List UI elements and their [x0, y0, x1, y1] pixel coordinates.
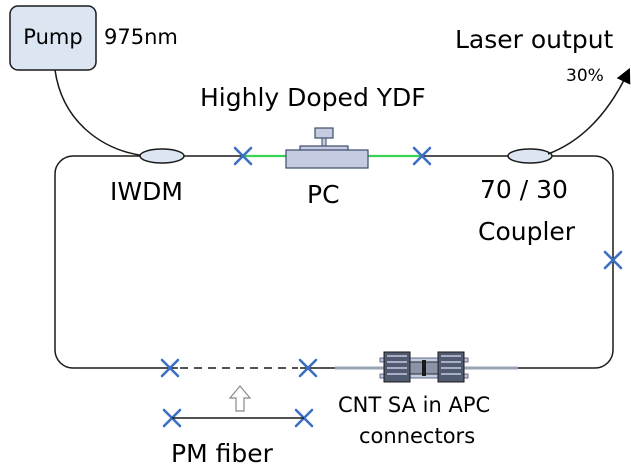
- iwdm-label: IWDM: [110, 177, 183, 206]
- connectors-label: connectors: [359, 424, 475, 448]
- wavelength-label: 975nm: [104, 25, 178, 49]
- output-coupler-icon: [507, 148, 553, 164]
- splice-pm-right-icon: [298, 358, 318, 378]
- splice-ydf-start-icon: [233, 146, 253, 166]
- polarization-controller-icon: [285, 127, 369, 169]
- pc-label: PC: [307, 180, 340, 209]
- laser-output-label: Laser output: [455, 25, 614, 54]
- pm-fiber-label: PM fiber: [171, 439, 274, 468]
- pump-lead-fiber: [54, 69, 146, 157]
- coupler-label: Coupler: [478, 217, 576, 246]
- splice-ydf-end-icon: [412, 146, 432, 166]
- up-arrow-icon: [228, 385, 252, 412]
- coupler-ratio-label: 70 / 30: [480, 175, 568, 204]
- cnt-sa-connector-icon: [335, 351, 518, 383]
- laser-output-arrow: [547, 67, 631, 155]
- splice-right-icon: [603, 250, 623, 270]
- pump-label: Pump: [23, 25, 82, 49]
- ydf-label: Highly Doped YDF: [200, 83, 426, 112]
- iwdm-coupler-icon: [139, 148, 185, 164]
- pump-box: Pump: [9, 5, 97, 71]
- cnt-sa-label: CNT SA in APC: [338, 393, 490, 417]
- splice-pm-left-icon: [160, 358, 180, 378]
- output-percent-label: 30%: [566, 66, 604, 86]
